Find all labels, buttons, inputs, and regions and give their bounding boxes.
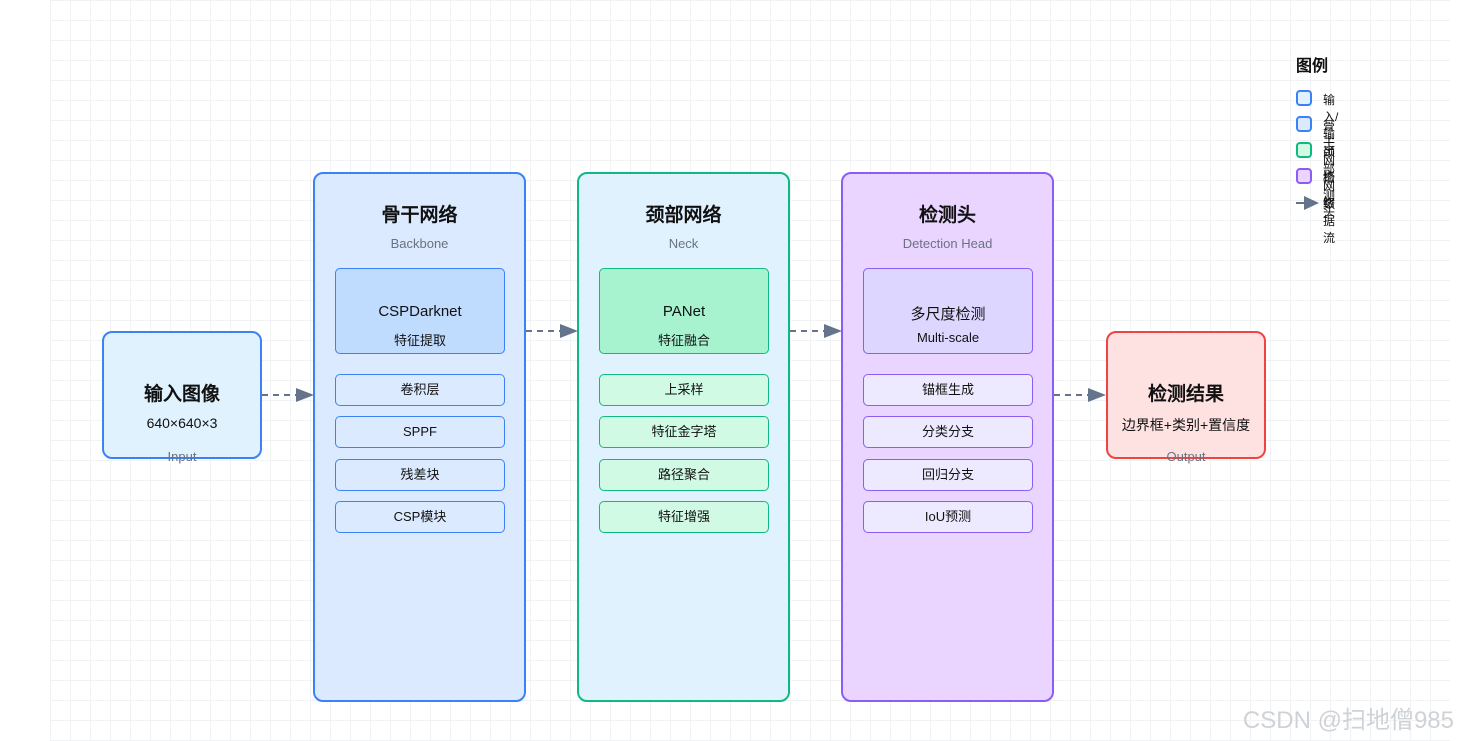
output-node: 检测结果 边界框+类别+置信度 Output	[1106, 331, 1266, 464]
head-subtitle: Detection Head	[902, 236, 993, 251]
watermark: CSDN @扫地僧985	[1242, 707, 1454, 734]
backbone-main-label: CSPDarknet	[378, 303, 462, 320]
legend-swatch-io	[1296, 90, 1312, 106]
legend-item: 检测头	[1296, 168, 1335, 219]
neck-subtitle: Neck	[668, 236, 699, 251]
input-label: Input	[167, 449, 197, 464]
head-item: IoU预测	[863, 501, 1033, 533]
input-title: 输入图像	[143, 384, 220, 405]
neck-item: 特征增强	[599, 501, 769, 533]
neck-main-box: PANet 特征融合	[599, 268, 769, 354]
legend-label: 数据流	[1323, 197, 1336, 245]
backbone-item: 卷积层	[335, 374, 505, 406]
legend-title: 图例	[1296, 58, 1329, 75]
legend: 图例 输入/输出 骨干网络 颈部网络 检测头 数据流	[1296, 52, 1338, 245]
legend-swatch-head	[1296, 168, 1312, 184]
flow-arrow-head-output	[1054, 388, 1106, 402]
neck-stage: 颈部网络 Neck PANet 特征融合 上采样 特征金字塔 路径聚合 特征增强	[577, 172, 790, 702]
legend-swatch-backbone	[1296, 116, 1312, 132]
flow-arrow-backbone-neck	[526, 324, 578, 338]
output-detail: 边界框+类别+置信度	[1121, 417, 1251, 433]
legend-item: 骨干网络	[1296, 116, 1335, 184]
legend-item: 数据流	[1296, 194, 1335, 245]
legend-arrow-icon	[1296, 196, 1319, 210]
backbone-main-box: CSPDarknet 特征提取	[335, 268, 505, 354]
backbone-title: 骨干网络	[381, 205, 458, 226]
head-main-box: 多尺度检测 Multi-scale	[863, 268, 1033, 354]
head-main-sublabel: Multi-scale	[916, 330, 980, 345]
output-title: 检测结果	[1147, 384, 1224, 405]
neck-main-sublabel: 特征融合	[657, 333, 710, 348]
backbone-item: SPPF	[335, 416, 505, 448]
legend-label: 骨干网络	[1323, 119, 1336, 184]
flow-arrow-neck-head	[790, 324, 842, 338]
backbone-subtitle: Backbone	[390, 236, 449, 251]
output-label: Output	[1166, 449, 1206, 464]
flow-arrow-input-backbone	[262, 388, 314, 402]
neck-title: 颈部网络	[645, 205, 722, 226]
neck-item: 特征金字塔	[599, 416, 769, 448]
head-title: 检测头	[918, 205, 976, 226]
head-item: 锚框生成	[863, 374, 1033, 406]
legend-item: 颈部网络	[1296, 142, 1335, 210]
legend-swatch-neck	[1296, 142, 1312, 158]
backbone-item: 残差块	[335, 459, 505, 491]
legend-label: 输入/输出	[1323, 93, 1339, 158]
backbone-stage: 骨干网络 Backbone CSPDarknet 特征提取 卷积层 SPPF 残…	[313, 172, 526, 702]
backbone-item: CSP模块	[335, 501, 505, 533]
input-node: 输入图像 640×640×3 Input	[102, 331, 262, 464]
neck-item: 路径聚合	[599, 459, 769, 491]
head-main-label: 多尺度检测	[910, 306, 986, 323]
head-stage: 检测头 Detection Head 多尺度检测 Multi-scale 锚框生…	[841, 172, 1054, 702]
legend-item: 输入/输出	[1296, 90, 1338, 158]
backbone-main-sublabel: 特征提取	[393, 333, 446, 348]
head-item: 分类分支	[863, 416, 1033, 448]
legend-label: 颈部网络	[1323, 145, 1336, 210]
neck-item: 上采样	[599, 374, 769, 406]
head-item: 回归分支	[863, 459, 1033, 491]
legend-label: 检测头	[1323, 171, 1336, 219]
neck-main-label: PANet	[662, 303, 706, 320]
input-detail: 640×640×3	[146, 415, 218, 431]
